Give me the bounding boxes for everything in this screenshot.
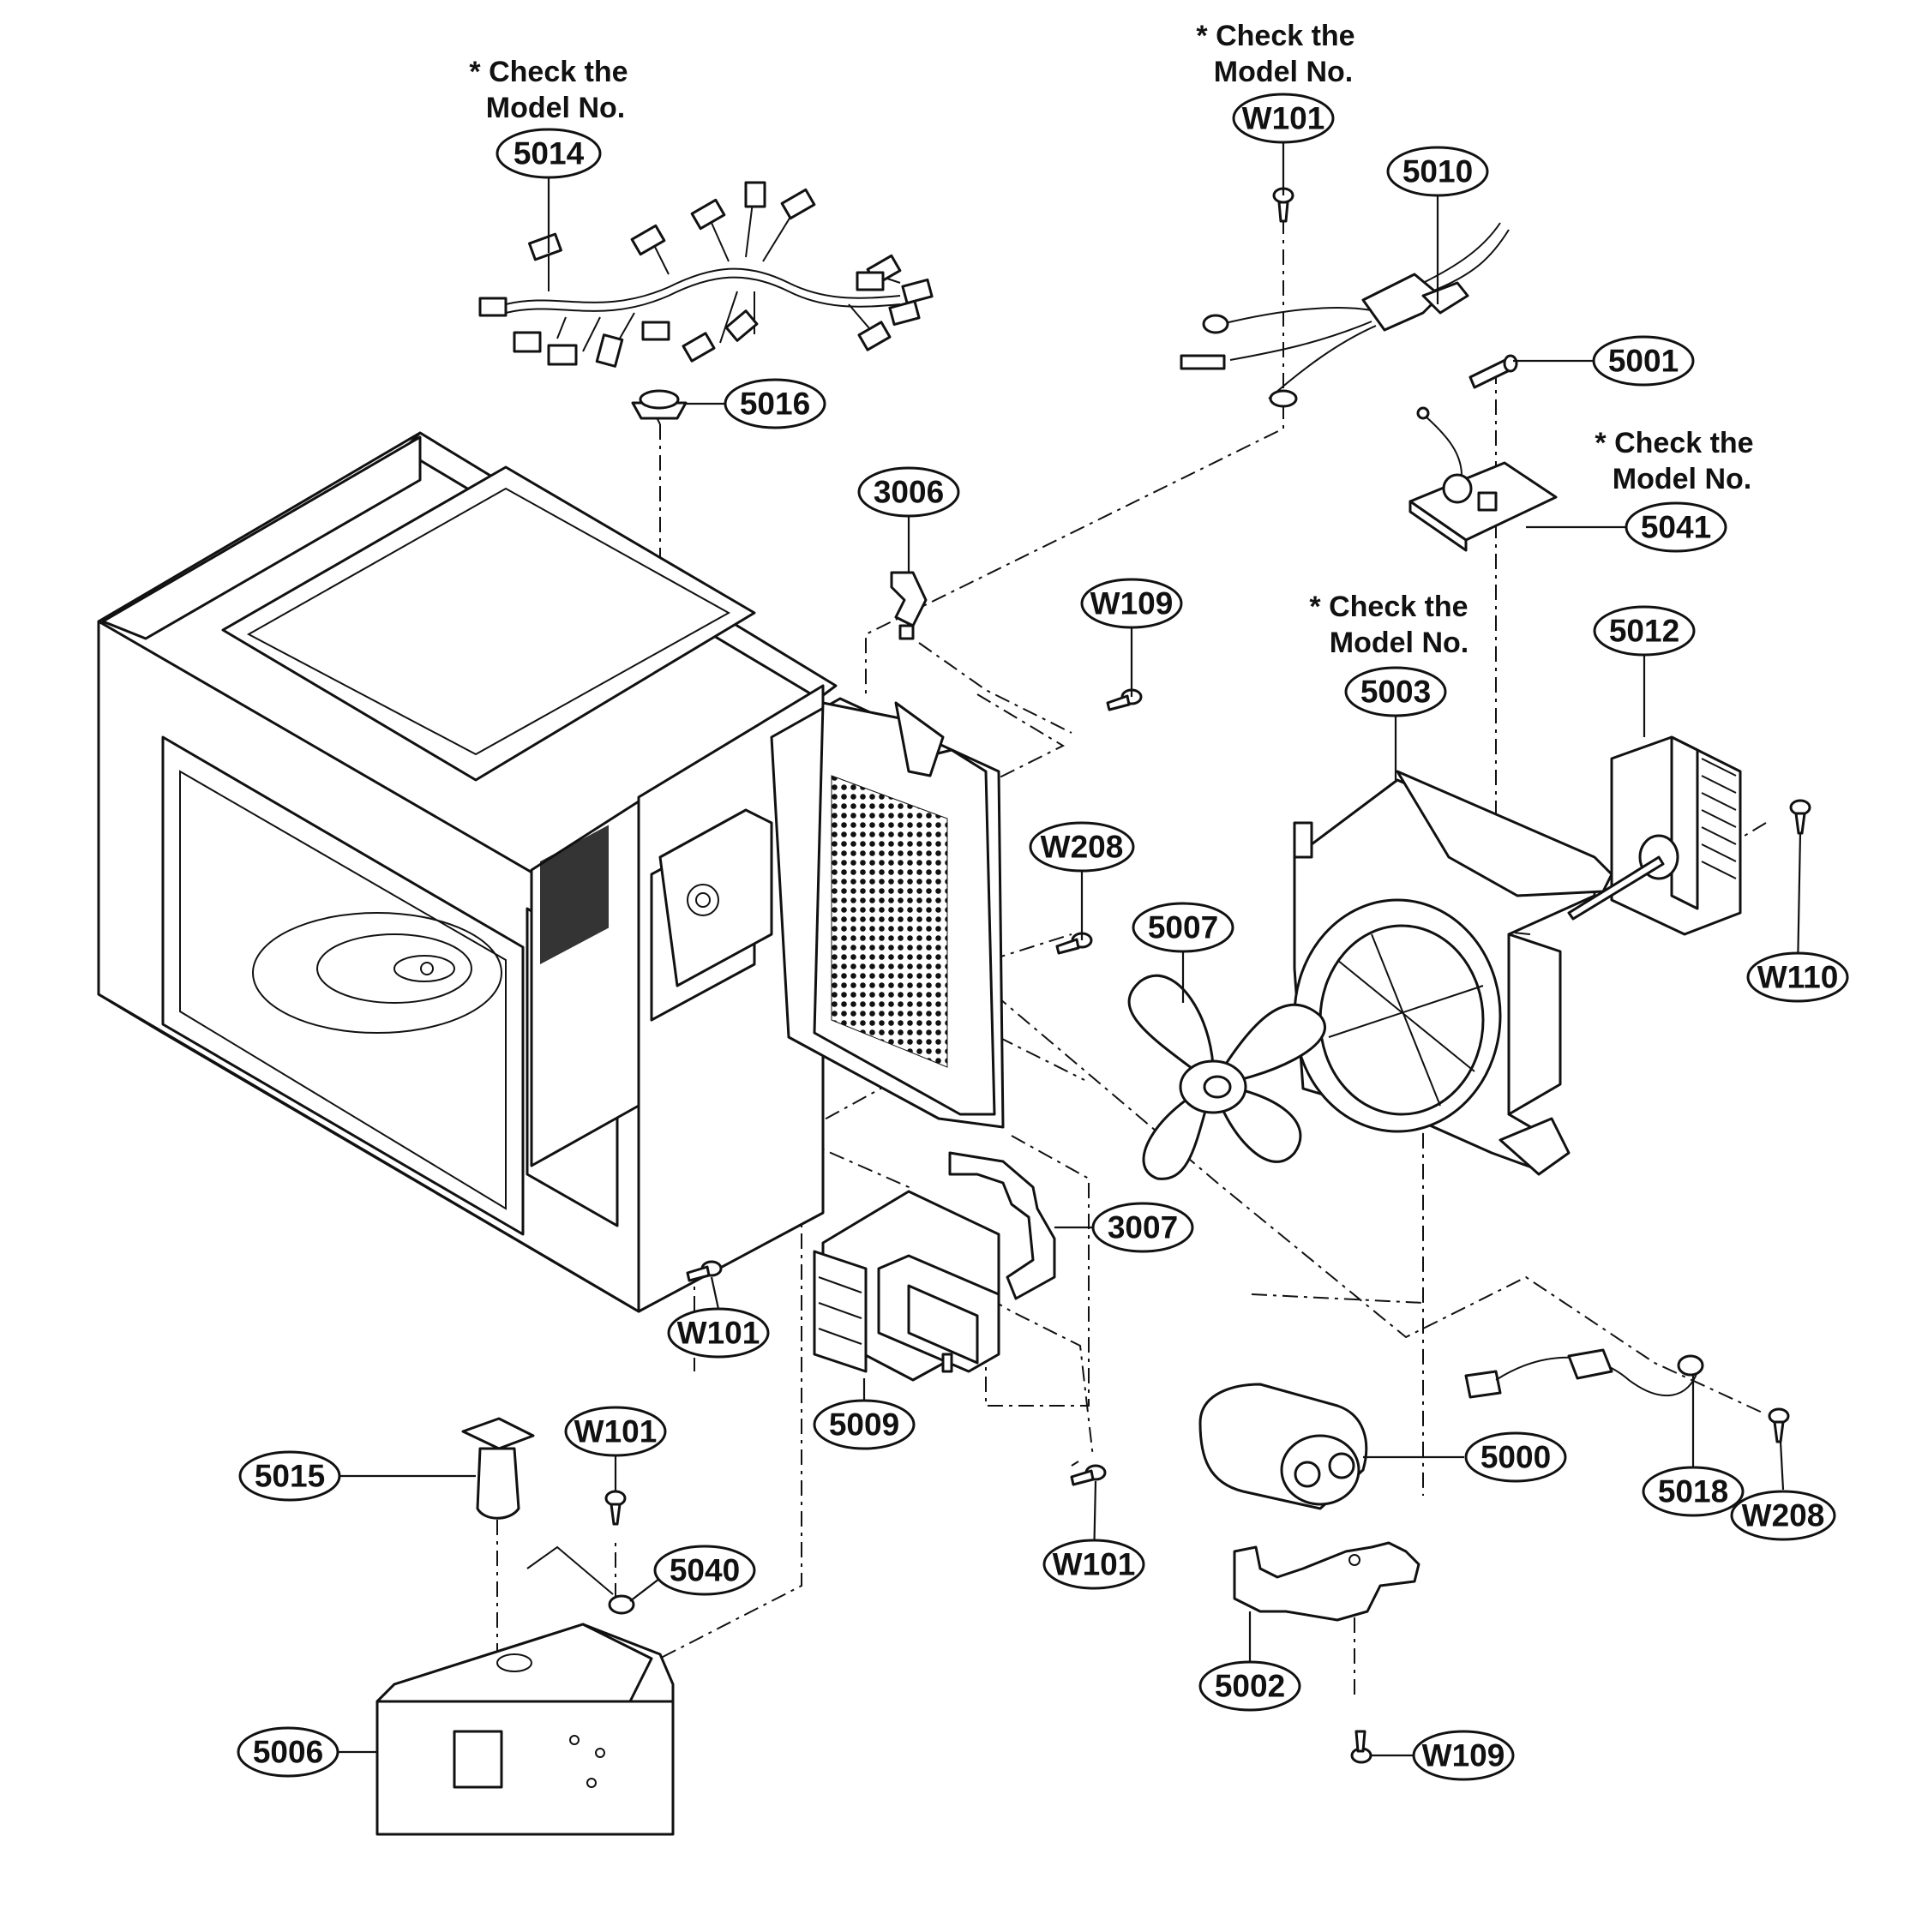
svg-text:5018: 5018 [1658, 1474, 1728, 1509]
note-5003-line1: * Check the [1309, 591, 1468, 623]
callout-5015: 5015 [238, 1450, 341, 1502]
callout-5000: 5000 [1464, 1431, 1567, 1483]
callout-w110: W110 [1746, 951, 1849, 1003]
callout-w101-bottom: W101 [564, 1406, 667, 1457]
svg-text:W101: W101 [574, 1414, 658, 1449]
svg-text:3006: 3006 [874, 475, 944, 510]
callout-5041: 5041 [1625, 501, 1727, 553]
svg-text:5041: 5041 [1641, 510, 1711, 545]
callout-w101-left: W101 [667, 1307, 770, 1359]
cooking-base-assembly-5006 [375, 1417, 675, 1836]
callout-5009: 5009 [813, 1399, 916, 1450]
screw-w109-bottom [1350, 1730, 1372, 1764]
callout-w101-right: W101 [1042, 1539, 1145, 1590]
note-5003-line2: Model No. [1330, 627, 1469, 659]
oven-cavity-housing [97, 431, 838, 1313]
thermostat-5016 [631, 389, 688, 420]
callout-3007: 3007 [1091, 1202, 1194, 1253]
diode-5018 [1464, 1348, 1704, 1399]
svg-text:W110: W110 [1757, 960, 1839, 995]
note-5041-line1: * Check the [1595, 427, 1753, 459]
callout-5007: 5007 [1132, 902, 1234, 953]
svg-text:W101: W101 [1242, 101, 1325, 136]
callout-5010: 5010 [1386, 146, 1489, 197]
callout-5002: 5002 [1198, 1660, 1301, 1712]
bracket-3007 [948, 1151, 1056, 1300]
svg-text:5001: 5001 [1608, 344, 1679, 379]
callout-w208-mid: W208 [1029, 821, 1135, 873]
svg-text:5014: 5014 [514, 136, 585, 171]
latch-lever-3006 [890, 571, 928, 640]
callout-w101-top: W101 [1232, 93, 1335, 144]
svg-text:5002: 5002 [1215, 1669, 1285, 1704]
svg-text:5010: 5010 [1402, 154, 1473, 189]
callout-5003: 5003 [1344, 666, 1447, 717]
note-w101-line1: * Check the [1196, 20, 1354, 52]
note-w101-line2: Model No. [1214, 56, 1353, 88]
magnetron-5009 [813, 1190, 1000, 1382]
svg-text:5015: 5015 [255, 1459, 325, 1494]
screw-w101-left [686, 1260, 723, 1282]
callout-w109-top: W109 [1080, 578, 1183, 629]
side-plate-with-vent [770, 697, 1005, 1129]
model-check-notes: * Check the Model No. * Check the Model … [469, 20, 1753, 659]
screw-w208-right [1768, 1407, 1790, 1443]
callout-5012: 5012 [1593, 605, 1696, 657]
callout-5001: 5001 [1592, 335, 1695, 387]
power-cord-5010 [1180, 222, 1510, 408]
noise-filter-board-5041 [1408, 406, 1558, 552]
callout-w208-right: W208 [1730, 1490, 1836, 1541]
note-5014-line2: Model No. [486, 92, 625, 124]
note-5041-line2: Model No. [1613, 463, 1751, 495]
svg-text:5012: 5012 [1609, 614, 1679, 649]
svg-text:W109: W109 [1422, 1738, 1505, 1773]
svg-text:5040: 5040 [670, 1553, 740, 1588]
svg-text:5009: 5009 [829, 1407, 899, 1443]
screw-w110 [1789, 799, 1811, 835]
fan-duct-5003 [1293, 770, 1613, 1176]
callout-5006: 5006 [237, 1726, 339, 1778]
svg-text:W101: W101 [677, 1316, 760, 1351]
fan-blade-5007 [1127, 974, 1326, 1180]
svg-text:W109: W109 [1090, 586, 1174, 621]
screw-w109-top [1106, 688, 1143, 711]
screw-w101-right [1070, 1464, 1107, 1486]
svg-text:5003: 5003 [1360, 675, 1431, 710]
capacitor-bracket-5002 [1233, 1541, 1420, 1622]
svg-text:W101: W101 [1053, 1547, 1136, 1582]
callout-w109-bottom: W109 [1412, 1730, 1515, 1781]
callout-5018: 5018 [1642, 1466, 1745, 1517]
callout-5014: 5014 [496, 128, 602, 179]
svg-text:5016: 5016 [740, 387, 810, 422]
callout-5016: 5016 [724, 378, 826, 429]
svg-text:3007: 3007 [1108, 1210, 1178, 1245]
svg-text:W208: W208 [1041, 830, 1124, 865]
svg-text:5007: 5007 [1148, 910, 1218, 945]
note-5014-line1: * Check the [469, 56, 628, 88]
fan-motor-5012 [1567, 735, 1742, 936]
callout-3006: 3006 [857, 466, 960, 518]
wire-harness-5014 [478, 181, 934, 368]
fuse-5001 [1469, 354, 1518, 389]
svg-text:5000: 5000 [1481, 1440, 1551, 1475]
capacitor-5000 [1198, 1383, 1368, 1510]
svg-text:W208: W208 [1742, 1498, 1825, 1533]
svg-text:5006: 5006 [253, 1735, 323, 1770]
callout-bubbles: 5014 5016 W101 5010 5001 5041 3006 W109 … [237, 93, 1849, 1781]
callout-5040: 5040 [653, 1545, 756, 1596]
